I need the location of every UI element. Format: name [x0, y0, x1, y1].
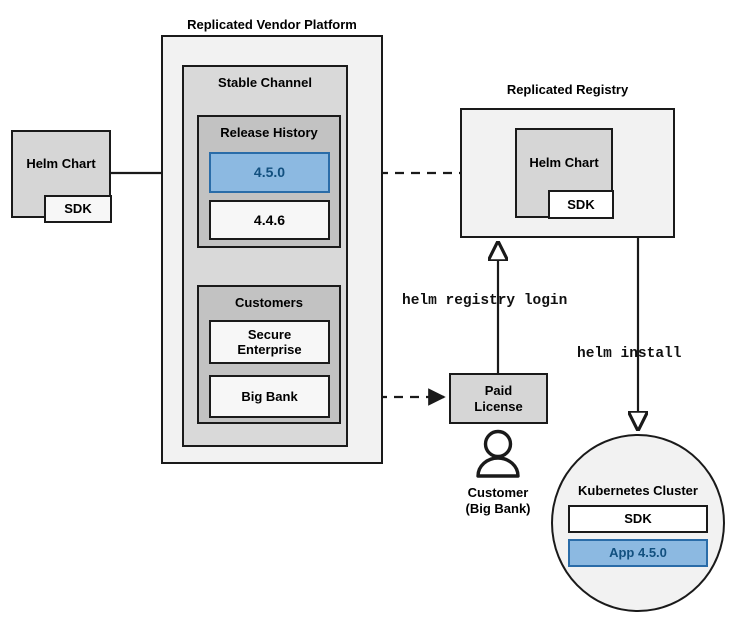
customer-secure-enterprise-line1: Secure [247, 326, 292, 342]
registry-sdk-label: SDK [567, 196, 595, 212]
customer-actor-line1: Customer [467, 485, 529, 500]
customer-big-bank-label: Big Bank [241, 388, 298, 404]
customer-secure-enterprise-line2: Enterprise [237, 342, 302, 357]
customers-title: Customers [235, 295, 303, 310]
customer-actor-label: Customer (Big Bank) [433, 485, 563, 516]
helm-chart-source-sdk[interactable]: SDK [44, 195, 112, 223]
helm-chart-source-label: Helm Chart [26, 156, 96, 172]
cluster-component-sdk-label: SDK [624, 511, 652, 527]
person-icon [476, 429, 520, 478]
customer-big-bank[interactable]: Big Bank [209, 375, 330, 418]
command-helm-install: helm install [577, 346, 682, 362]
release-4-5-0-label: 4.5.0 [253, 164, 286, 181]
release-4-5-0[interactable]: 4.5.0 [209, 152, 330, 193]
command-registry-login: helm registry login [402, 293, 568, 309]
paid-license[interactable]: Paid License [449, 373, 548, 424]
cluster-component-sdk[interactable]: SDK [568, 505, 708, 533]
release-4-4-6[interactable]: 4.4.6 [209, 200, 330, 240]
cluster-component-app-label: App 4.5.0 [609, 545, 667, 561]
release-history-title: Release History [220, 125, 318, 140]
customer-secure-enterprise[interactable]: Secure Enterprise [209, 320, 330, 364]
registry-helm-chart-label: Helm Chart [529, 155, 599, 171]
paid-license-line1: Paid [484, 383, 513, 399]
stable-channel-title: Stable Channel [218, 75, 312, 90]
registry-sdk[interactable]: SDK [548, 190, 614, 219]
kubernetes-cluster-title: Kubernetes Cluster [578, 483, 698, 498]
customer-actor-line2: (Big Bank) [465, 500, 531, 516]
paid-license-line2: License [474, 398, 523, 414]
registry-title: Replicated Registry [506, 82, 629, 97]
release-4-4-6-label: 4.4.6 [253, 211, 286, 228]
sdk-label: SDK [64, 201, 92, 217]
vendor-platform-title: Replicated Vendor Platform [187, 17, 357, 32]
cluster-component-app[interactable]: App 4.5.0 [568, 539, 708, 567]
